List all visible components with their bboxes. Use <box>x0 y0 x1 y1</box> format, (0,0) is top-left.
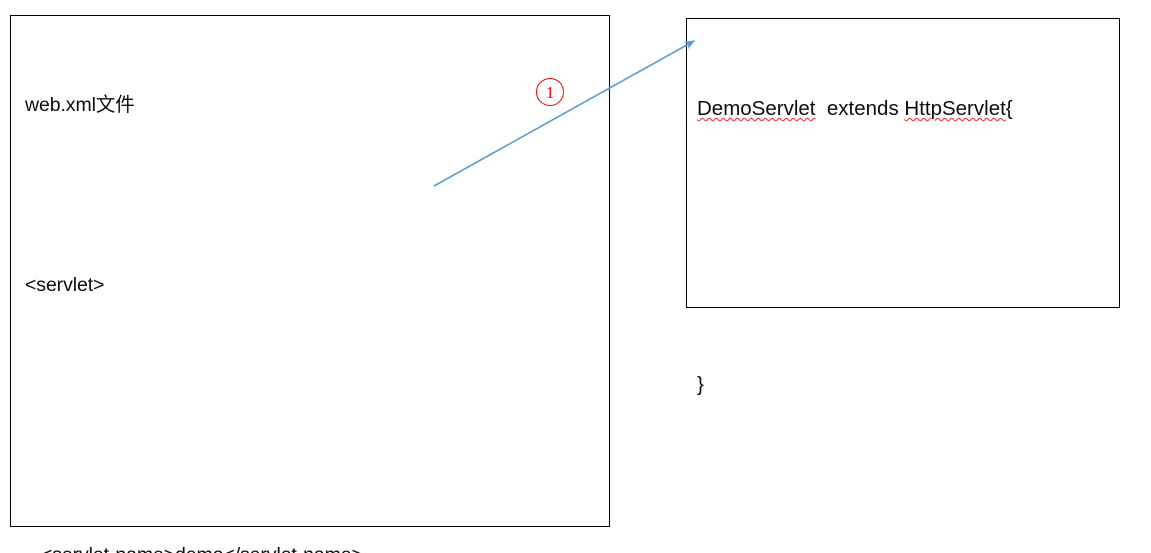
java-spacer-line-2 <box>697 277 1113 307</box>
http-servlet-superclass: HttpServlet <box>904 97 1006 120</box>
extends-keyword: extends <box>815 97 905 120</box>
web-xml-text-box[interactable]: web.xml文件 <servlet> <servlet-name>demo</… <box>10 15 610 553</box>
web-xml-code-block: web.xml文件 <servlet> <servlet-name>demo</… <box>25 30 603 553</box>
demo-servlet-class-name: DemoServlet <box>697 97 816 120</box>
java-spacer-line-1 <box>697 185 1113 215</box>
java-code-block: DemoServlet extends HttpServlet{ } <box>697 31 1113 461</box>
web-xml-title: web.xml文件 <box>25 94 135 116</box>
circled-number-marker-1: 1 <box>536 78 564 106</box>
java-class-text-box[interactable]: DemoServlet extends HttpServlet{ } <box>686 18 1120 396</box>
spacer-line-2 <box>25 360 603 390</box>
java-class-declaration-line: DemoServlet extends HttpServlet{ <box>697 93 1113 123</box>
java-closing-brace-line: } <box>697 373 704 396</box>
code-line-servlet-open: <servlet> <box>25 274 105 296</box>
spacer-line-1 <box>25 180 603 210</box>
code-line-servlet-name: <servlet-name>demo</servlet-name> <box>25 540 603 553</box>
open-brace: { <box>1005 97 1013 120</box>
spacer-line-3 <box>25 450 603 480</box>
